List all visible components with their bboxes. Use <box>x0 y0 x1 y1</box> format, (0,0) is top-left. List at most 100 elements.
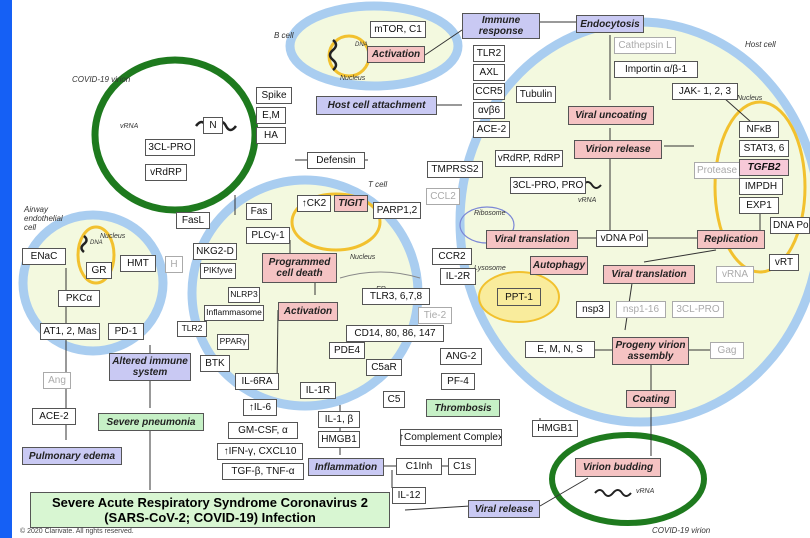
node-em-top[interactable]: E,M <box>256 107 286 124</box>
node-pf4[interactable]: PF-4 <box>441 373 475 390</box>
node-dnapol[interactable]: DNA Pol <box>770 217 810 234</box>
node-3cl-virion[interactable]: 3CL-PRO <box>145 139 195 156</box>
node-il6[interactable]: ↑IL-6 <box>243 399 277 416</box>
node-hmgb1[interactable]: HMGB1 <box>318 431 360 448</box>
node-ha[interactable]: HA <box>256 127 286 144</box>
node-ifng[interactable]: ↑IFN-γ, CXCL10 <box>217 443 303 460</box>
node-hmt[interactable]: HMT <box>120 255 156 272</box>
node-ace2-low[interactable]: ACE-2 <box>32 408 76 425</box>
node-at1[interactable]: AT1, 2, Mas <box>40 323 100 340</box>
node-programmed-cell-death[interactable]: Programmed cell death <box>262 253 337 283</box>
node-cathepsin[interactable]: Cathepsin L <box>614 37 676 54</box>
node-3cl-pro-pro[interactable]: 3CL-PRO, PRO <box>510 177 586 194</box>
node-nfkb[interactable]: NFκB <box>739 121 779 138</box>
node-avb6[interactable]: αvβ6 <box>473 102 505 119</box>
node-enac[interactable]: ENaC <box>22 248 66 265</box>
node-h[interactable]: H <box>165 256 183 273</box>
node-c5[interactable]: C5 <box>383 391 405 408</box>
node-activation-b[interactable]: Activation <box>367 46 425 63</box>
node-viral-translation-1[interactable]: Viral translation <box>486 230 578 249</box>
node-parp[interactable]: PARP1,2 <box>373 202 421 219</box>
node-progeny-assembly[interactable]: Progeny virion assembly <box>612 337 689 365</box>
node-mtor[interactable]: mTOR, C1 <box>370 21 426 38</box>
node-ang2[interactable]: ANG-2 <box>440 348 482 365</box>
node-plcg[interactable]: PLCγ-1 <box>246 227 290 244</box>
node-coating[interactable]: Coating <box>626 390 676 408</box>
node-pikfyve[interactable]: PIKfyve <box>200 263 236 279</box>
node-il6ra[interactable]: IL-6RA <box>235 373 279 390</box>
node-thrombosis[interactable]: Thrombosis <box>426 399 500 417</box>
node-vrdrp-virion[interactable]: vRdRP <box>145 164 187 181</box>
node-spike[interactable]: Spike <box>256 87 292 104</box>
node-tigit[interactable]: TIGIT <box>334 195 368 212</box>
node-importin[interactable]: Importin α/β-1 <box>614 61 698 78</box>
node-c1s[interactable]: C1s <box>448 458 476 475</box>
node-altered-immune[interactable]: Altered immune system <box>109 353 191 381</box>
node-c1inh[interactable]: C1Inh <box>396 458 442 475</box>
node-vrna-host[interactable]: vRNA <box>716 266 754 283</box>
node-ace2-top[interactable]: ACE-2 <box>473 121 510 138</box>
node-viral-uncoating[interactable]: Viral uncoating <box>568 106 654 125</box>
node-nsp116[interactable]: nsp1-16 <box>616 301 666 318</box>
node-impdh[interactable]: IMPDH <box>739 178 783 195</box>
node-il1r[interactable]: IL-1R <box>300 382 336 399</box>
node-tie2[interactable]: Tie-2 <box>418 307 452 324</box>
node-autophagy[interactable]: Autophagy <box>530 256 588 275</box>
node-il12[interactable]: IL-12 <box>392 487 426 504</box>
node-gmcsf[interactable]: GM-CSF, α <box>228 422 298 439</box>
node-ppt1[interactable]: PPT-1 <box>497 288 541 306</box>
node-btk[interactable]: BTK <box>200 355 230 372</box>
node-exp1[interactable]: EXP1 <box>739 197 779 214</box>
node-ccr2[interactable]: CCR2 <box>432 248 472 265</box>
node-viral-translation-2[interactable]: Viral translation <box>603 265 695 284</box>
node-defensin[interactable]: Defensin <box>307 152 365 169</box>
node-ccl2[interactable]: CCL2 <box>426 188 460 205</box>
node-vrdrp-rdrp[interactable]: vRdRP, RdRP <box>495 150 563 167</box>
node-n[interactable]: N <box>203 117 223 134</box>
node-vdna-pol[interactable]: vDNA Pol <box>596 230 648 247</box>
node-inflammasome[interactable]: Inflammasome <box>204 305 264 321</box>
node-gag[interactable]: Gag <box>710 342 744 359</box>
node-nlrp3[interactable]: NLRP3 <box>228 287 260 303</box>
node-complement[interactable]: ↑Complement Complex <box>400 429 502 446</box>
node-tubulin[interactable]: Tubulin <box>516 86 556 103</box>
node-protease[interactable]: Protease <box>694 162 740 179</box>
node-tlr3[interactable]: TLR3, 6,7,8 <box>362 288 430 305</box>
node-tmprss2[interactable]: TMPRSS2 <box>427 161 483 178</box>
node-virion-release[interactable]: Virion release <box>574 140 662 159</box>
node-immune-response[interactable]: Immune response <box>462 13 540 39</box>
node-nsp3[interactable]: nsp3 <box>576 301 610 318</box>
node-inflammation[interactable]: Inflammation <box>308 458 384 476</box>
node-ang[interactable]: Ang <box>43 372 71 389</box>
node-ppar[interactable]: PPARγ <box>217 334 249 350</box>
node-nkg2d[interactable]: NKG2-D <box>193 243 237 260</box>
node-pd1[interactable]: PD-1 <box>108 323 144 340</box>
node-activation-t[interactable]: Activation <box>278 302 338 321</box>
node-c5ar[interactable]: C5aR <box>366 359 402 376</box>
node-il1b[interactable]: IL-1, β <box>318 411 360 428</box>
node-severe-pneumonia[interactable]: Severe pneumonia <box>98 413 204 431</box>
node-tlr2-top[interactable]: TLR2 <box>473 45 505 62</box>
node-ck2[interactable]: ↑CK2 <box>297 195 331 212</box>
node-vrt[interactable]: vRT <box>769 254 799 271</box>
node-pde4[interactable]: PDE4 <box>329 342 365 359</box>
node-tgfb[interactable]: TGF-β, TNF-α <box>222 463 304 480</box>
node-jak[interactable]: JAK- 1, 2, 3 <box>672 83 738 100</box>
node-host-attachment[interactable]: Host cell attachment <box>316 96 437 115</box>
node-virion-budding[interactable]: Virion budding <box>575 458 661 477</box>
node-fas[interactable]: Fas <box>246 203 272 220</box>
node-3cl-host[interactable]: 3CL-PRO <box>672 301 724 318</box>
node-tlr2-mid[interactable]: TLR2 <box>177 321 207 337</box>
node-viral-release[interactable]: Viral release <box>468 500 540 518</box>
node-cd14[interactable]: CD14, 80, 86, 147 <box>346 325 444 342</box>
node-gr[interactable]: GR <box>86 262 112 279</box>
node-hmgb1-right[interactable]: HMGB1 <box>532 420 578 437</box>
node-replication[interactable]: Replication <box>697 230 765 249</box>
node-il2r[interactable]: IL-2R <box>440 268 476 285</box>
node-tgfb2[interactable]: TGFB2 <box>739 159 789 176</box>
node-emns[interactable]: E, M, N, S <box>525 341 595 358</box>
node-ccr5[interactable]: CCR5 <box>473 83 505 100</box>
node-fasl[interactable]: FasL <box>176 212 210 229</box>
node-pkca[interactable]: PKCα <box>58 290 100 307</box>
node-stat[interactable]: STAT3, 6 <box>739 140 789 157</box>
